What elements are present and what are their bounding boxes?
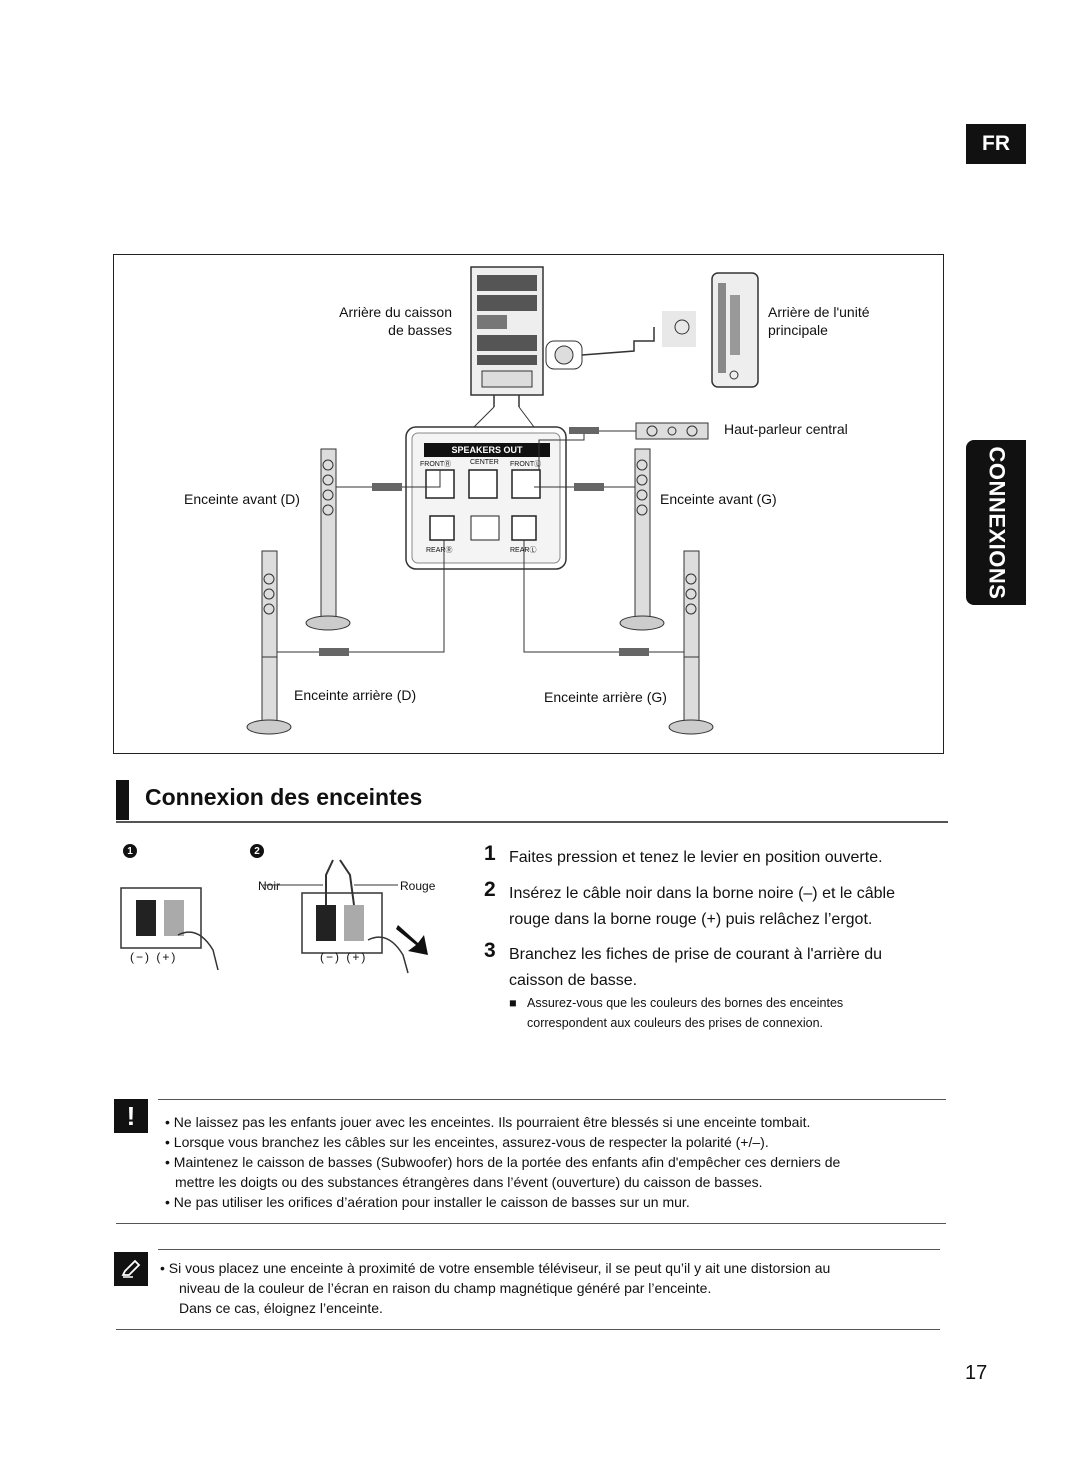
front-left-label: Enceinte avant (G) <box>660 491 777 507</box>
panel-rear-l-label: REARⓁ <box>510 547 537 554</box>
polarity-label-2: (−) (+) <box>320 950 368 964</box>
rear-left-label: Enceinte arrière (G) <box>544 689 667 705</box>
step-3-line-2: caisson de basse. <box>509 972 638 989</box>
rear-right-label: Enceinte arrière (D) <box>294 687 417 703</box>
warning-item-3: • Maintenez le caisson de basses (Subwoo… <box>165 1154 841 1170</box>
warning-bottom-rule <box>116 1223 946 1224</box>
step-2-line-2: rouge dans la borne rouge (+) puis relâc… <box>509 911 873 928</box>
title-divider <box>116 821 948 823</box>
panel-front-l-label: FRONTⓁ <box>510 461 542 468</box>
warning-top-rule <box>158 1099 946 1100</box>
step-1-line-1: Faites pression et tenez le levier en po… <box>509 849 883 866</box>
panel-rear-r-label: REARⓇ <box>426 547 453 554</box>
rear-right-speaker-illustration <box>246 540 445 735</box>
info-bottom-rule <box>116 1329 940 1330</box>
terminal-illustration <box>120 859 428 974</box>
title-accent-bar <box>116 780 129 820</box>
subwoofer-rear-label-line1: Arrière du caisson <box>339 304 452 320</box>
warning-icon: ! <box>114 1099 148 1133</box>
figure-1-number: 1 <box>123 844 137 858</box>
subwoofer-rear-illustration <box>470 266 544 407</box>
warning-item-2: • Lorsque vous branchez les câbles sur l… <box>165 1134 769 1150</box>
figure-2-number: 2 <box>250 844 264 858</box>
panel-title: SPEAKERS OUT <box>451 445 523 455</box>
panel-front-r-label: FRONTⓇ <box>420 461 452 468</box>
diagram-illustration <box>246 266 759 735</box>
section-title: Connexion des enceintes <box>145 784 423 810</box>
page-number: 17 <box>965 1362 988 1384</box>
section-tab: CONNEXIONS <box>966 440 1026 605</box>
language-tab: FR <box>966 124 1026 164</box>
note-text: Assurez-vous que les couleurs des bornes… <box>527 993 843 1033</box>
panel-center-label: CENTER <box>470 459 499 466</box>
warning-list: • Ne laissez pas les enfants jouer avec … <box>165 1112 945 1212</box>
main-unit-rear-label: Arrière de l'unité principale <box>768 303 870 339</box>
step-3-number: 3 <box>484 939 496 962</box>
info-item-1-end: Dans ce cas, éloignez l’enceinte. <box>179 1300 383 1316</box>
center-speaker-illustration <box>538 422 709 470</box>
main-unit-rear-illustration <box>662 272 759 388</box>
step-2-line-1: Insérez le câble noir dans la borne noir… <box>509 885 895 902</box>
front-left-speaker-illustration <box>534 448 665 631</box>
center-speaker-label: Haut-parleur central <box>724 421 848 437</box>
step-2-number: 2 <box>484 878 496 901</box>
note-line-1: Assurez-vous que les couleurs des bornes… <box>527 996 844 1010</box>
section-tab-label: CONNEXIONS <box>984 446 1010 599</box>
info-list: • Si vous placez une enceinte à proximit… <box>160 1258 940 1318</box>
step-1-number: 1 <box>484 842 496 865</box>
subwoofer-rear-label: Arrière du caisson de basses <box>329 303 452 339</box>
terminal-figure-2 <box>263 859 428 974</box>
step-3-line-1: Branchez les fiches de prise de courant … <box>509 946 883 963</box>
step-1-text: Faites pression et tenez le levier en po… <box>509 845 883 871</box>
front-right-speaker-illustration <box>305 448 441 631</box>
power-cable <box>545 327 655 370</box>
subwoofer-rear-label-line2: de basses <box>388 322 452 338</box>
terminal-figure-1 <box>120 887 219 971</box>
step-2-text: Insérez le câble noir dans la borne noir… <box>509 881 895 933</box>
warning-item-1: • Ne laissez pas les enfants jouer avec … <box>165 1114 811 1130</box>
rear-left-speaker-illustration <box>523 540 714 735</box>
info-item-1-continued: niveau de la couleur de l’écran en raiso… <box>179 1280 712 1296</box>
step-3-text: Branchez les fiches de prise de courant … <box>509 942 882 994</box>
language-label: FR <box>982 132 1010 155</box>
rouge-label: Rouge <box>400 879 436 893</box>
info-item-1: • Si vous placez une enceinte à proximit… <box>160 1260 831 1276</box>
note-line-2: correspondent aux couleurs des prises de… <box>527 1016 824 1030</box>
info-top-rule <box>158 1249 940 1250</box>
front-right-label: Enceinte avant (D) <box>184 491 300 507</box>
note-pencil-icon <box>114 1252 148 1286</box>
main-unit-rear-label-line2: principale <box>768 322 828 338</box>
warning-item-4: • Ne pas utiliser les orifices d’aératio… <box>165 1194 690 1210</box>
speakers-out-panel-illustration <box>405 426 567 570</box>
note-bullet: ■ <box>509 996 517 1010</box>
warning-item-3-continued: mettre les doigts ou des substances étra… <box>175 1174 763 1190</box>
main-unit-rear-label-line1: Arrière de l'unité <box>768 304 870 320</box>
polarity-label-1: (−) (+) <box>130 950 178 964</box>
speaker-connection-diagram: Arrière du caisson de basses Arrière de … <box>113 254 944 754</box>
noir-label: Noir <box>258 879 281 893</box>
